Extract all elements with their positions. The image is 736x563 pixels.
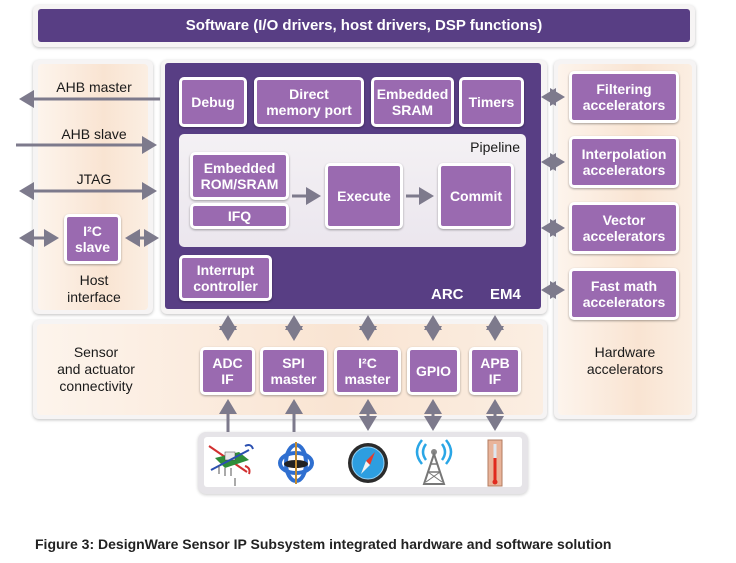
gyroscope-icon (278, 442, 314, 484)
interpolation-accelerators-block: Interpolation accelerators (569, 136, 679, 188)
sensor-connectivity-title: Sensor and actuator connectivity (57, 344, 135, 394)
compass-icon (348, 443, 388, 483)
debug-block: Debug (179, 77, 247, 127)
embedded-sram-block: Embedded SRAM (371, 77, 454, 127)
figure-caption: Figure 3: DesignWare Sensor IP Subsystem… (35, 536, 612, 552)
software-bar: Software (I/O drivers, host drivers, DSP… (38, 9, 690, 42)
signal-label-jtag: JTAG (76, 171, 112, 187)
thermometer-icon (487, 439, 503, 487)
signal-label-ahb-master: AHB master (56, 79, 132, 95)
gpio-block: GPIO (407, 347, 460, 395)
i2c-master-block: I²C master (334, 347, 401, 395)
fast-math-accelerators-block: Fast math accelerators (569, 268, 679, 320)
pipeline-label: Pipeline (470, 139, 520, 155)
host-interface-title: Host interface (67, 272, 121, 305)
core-name-arc: ARC (431, 286, 464, 303)
apb-if-block: APB IF (469, 347, 521, 395)
direct-memory-port-block: Direct memory port (254, 77, 364, 127)
timers-block: Timers (459, 77, 524, 127)
adc-if-block: ADC IF (200, 347, 255, 395)
spi-master-block: SPI master (260, 347, 327, 395)
i2c-slave-block: I²C slave (64, 214, 121, 264)
core-name-em4: EM4 (490, 286, 521, 303)
execute-block: Execute (325, 163, 403, 229)
embedded-rom-sram-block: Embedded ROM/SRAM (190, 152, 289, 200)
software-bar-label: Software (I/O drivers, host drivers, DSP… (185, 17, 543, 34)
interrupt-controller-block: Interrupt controller (179, 255, 272, 301)
accelerometer-icon (208, 444, 254, 486)
commit-block: Commit (438, 163, 514, 229)
vector-accelerators-block: Vector accelerators (569, 202, 679, 254)
antenna-tower-icon (415, 439, 453, 485)
ifq-block: IFQ (190, 203, 289, 229)
signal-label-ahb-slave: AHB slave (61, 126, 127, 142)
filtering-accelerators-block: Filtering accelerators (569, 71, 679, 123)
hw-accelerators-title: Hardware accelerators (586, 344, 664, 377)
